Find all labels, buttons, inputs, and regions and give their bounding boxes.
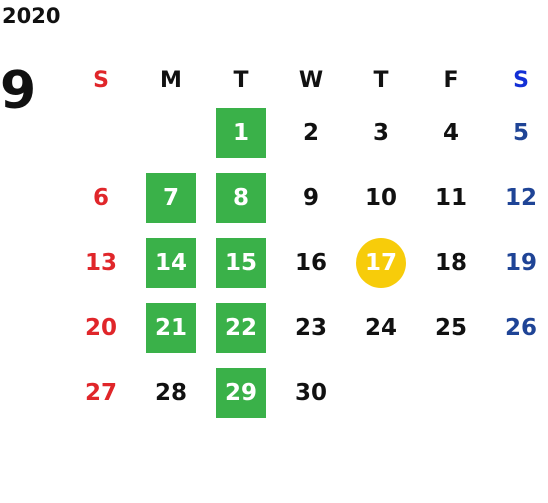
calendar-cell: 16 xyxy=(276,230,346,295)
calendar-day[interactable]: 30 xyxy=(294,379,327,406)
calendar-day-highlighted[interactable]: 15 xyxy=(216,237,266,288)
calendar-cell: 24 xyxy=(346,295,416,360)
calendar-cell: 30 xyxy=(276,360,346,425)
calendar-cell: 19 xyxy=(486,230,548,295)
calendar-day[interactable]: 3 xyxy=(372,119,389,146)
calendar-cell: 20 xyxy=(66,295,136,360)
weekday-thursday: T xyxy=(373,67,389,93)
calendar-day[interactable]: 11 xyxy=(434,184,467,211)
weekday-wednesday: W xyxy=(298,67,324,93)
calendar-cell xyxy=(486,360,548,425)
calendar-cell: 2 xyxy=(276,100,346,165)
calendar-week-row: 13 14 15 16 17 18 19 xyxy=(66,230,548,295)
calendar-cell: 23 xyxy=(276,295,346,360)
calendar-day-highlighted[interactable]: 1 xyxy=(216,107,266,158)
calendar-cell: 29 xyxy=(206,360,276,425)
weekday-monday: M xyxy=(160,67,182,93)
calendar-day[interactable]: 26 xyxy=(504,314,537,341)
month-label: 9 xyxy=(0,61,37,121)
calendar-cell: 5 xyxy=(486,100,548,165)
calendar-day[interactable]: 18 xyxy=(434,249,467,276)
calendar-day[interactable]: 12 xyxy=(504,184,537,211)
calendar-cell: 3 xyxy=(346,100,416,165)
calendar-day[interactable]: 28 xyxy=(154,379,187,406)
calendar-cell xyxy=(136,100,206,165)
calendar-week-row: 1 2 3 4 5 xyxy=(66,100,548,165)
calendar-cell: 28 xyxy=(136,360,206,425)
calendar-day[interactable]: 10 xyxy=(364,184,397,211)
calendar-cell: 12 xyxy=(486,165,548,230)
calendar-cell: 7 xyxy=(136,165,206,230)
calendar-cell: 27 xyxy=(66,360,136,425)
calendar-day-highlighted[interactable]: 21 xyxy=(146,302,196,353)
weekday-saturday: S xyxy=(513,67,529,93)
calendar-cell xyxy=(416,360,486,425)
calendar-cell: 25 xyxy=(416,295,486,360)
calendar-cell: 15 xyxy=(206,230,276,295)
calendar-day[interactable]: 20 xyxy=(84,314,117,341)
calendar-cell: 26 xyxy=(486,295,548,360)
calendar-day[interactable]: 4 xyxy=(442,119,459,146)
calendar-day[interactable]: 23 xyxy=(294,314,327,341)
calendar-cell: 21 xyxy=(136,295,206,360)
weekday-sunday: S xyxy=(93,67,109,93)
calendar-cell: 10 xyxy=(346,165,416,230)
weekday-header-row: S M T W T F S xyxy=(66,60,548,100)
calendar-day[interactable]: 16 xyxy=(294,249,327,276)
calendar-day[interactable]: 6 xyxy=(92,184,109,211)
calendar-cell: 11 xyxy=(416,165,486,230)
calendar-cell: 1 xyxy=(206,100,276,165)
calendar-cell: 8 xyxy=(206,165,276,230)
calendar-cell: 18 xyxy=(416,230,486,295)
calendar-cell: 4 xyxy=(416,100,486,165)
calendar-day-highlighted[interactable]: 8 xyxy=(216,172,266,223)
calendar-cell: 13 xyxy=(66,230,136,295)
calendar-cell xyxy=(346,360,416,425)
calendar-day-highlighted[interactable]: 29 xyxy=(216,367,266,418)
calendar-cell: 22 xyxy=(206,295,276,360)
calendar-day[interactable]: 9 xyxy=(302,184,319,211)
calendar-cell: 17 xyxy=(346,230,416,295)
calendar-day[interactable]: 5 xyxy=(512,119,529,146)
calendar-day[interactable]: 19 xyxy=(504,249,537,276)
calendar-week-row: 20 21 22 23 24 25 26 xyxy=(66,295,548,360)
calendar-day-today[interactable]: 17 xyxy=(356,237,406,288)
calendar-week-row: 27 28 29 30 xyxy=(66,360,548,425)
calendar-day[interactable]: 13 xyxy=(84,249,117,276)
year-label: 2020 xyxy=(2,4,61,28)
calendar-cell xyxy=(66,100,136,165)
calendar-day[interactable]: 2 xyxy=(302,119,319,146)
calendar-cell: 6 xyxy=(66,165,136,230)
weekday-friday: F xyxy=(443,67,459,93)
calendar-day-highlighted[interactable]: 7 xyxy=(146,172,196,223)
calendar-day-highlighted[interactable]: 14 xyxy=(146,237,196,288)
calendar-cell: 14 xyxy=(136,230,206,295)
calendar-day[interactable]: 25 xyxy=(434,314,467,341)
calendar-day[interactable]: 27 xyxy=(84,379,117,406)
calendar-day[interactable]: 24 xyxy=(364,314,397,341)
weekday-tuesday: T xyxy=(233,67,249,93)
calendar-cell: 9 xyxy=(276,165,346,230)
calendar-day-highlighted[interactable]: 22 xyxy=(216,302,266,353)
